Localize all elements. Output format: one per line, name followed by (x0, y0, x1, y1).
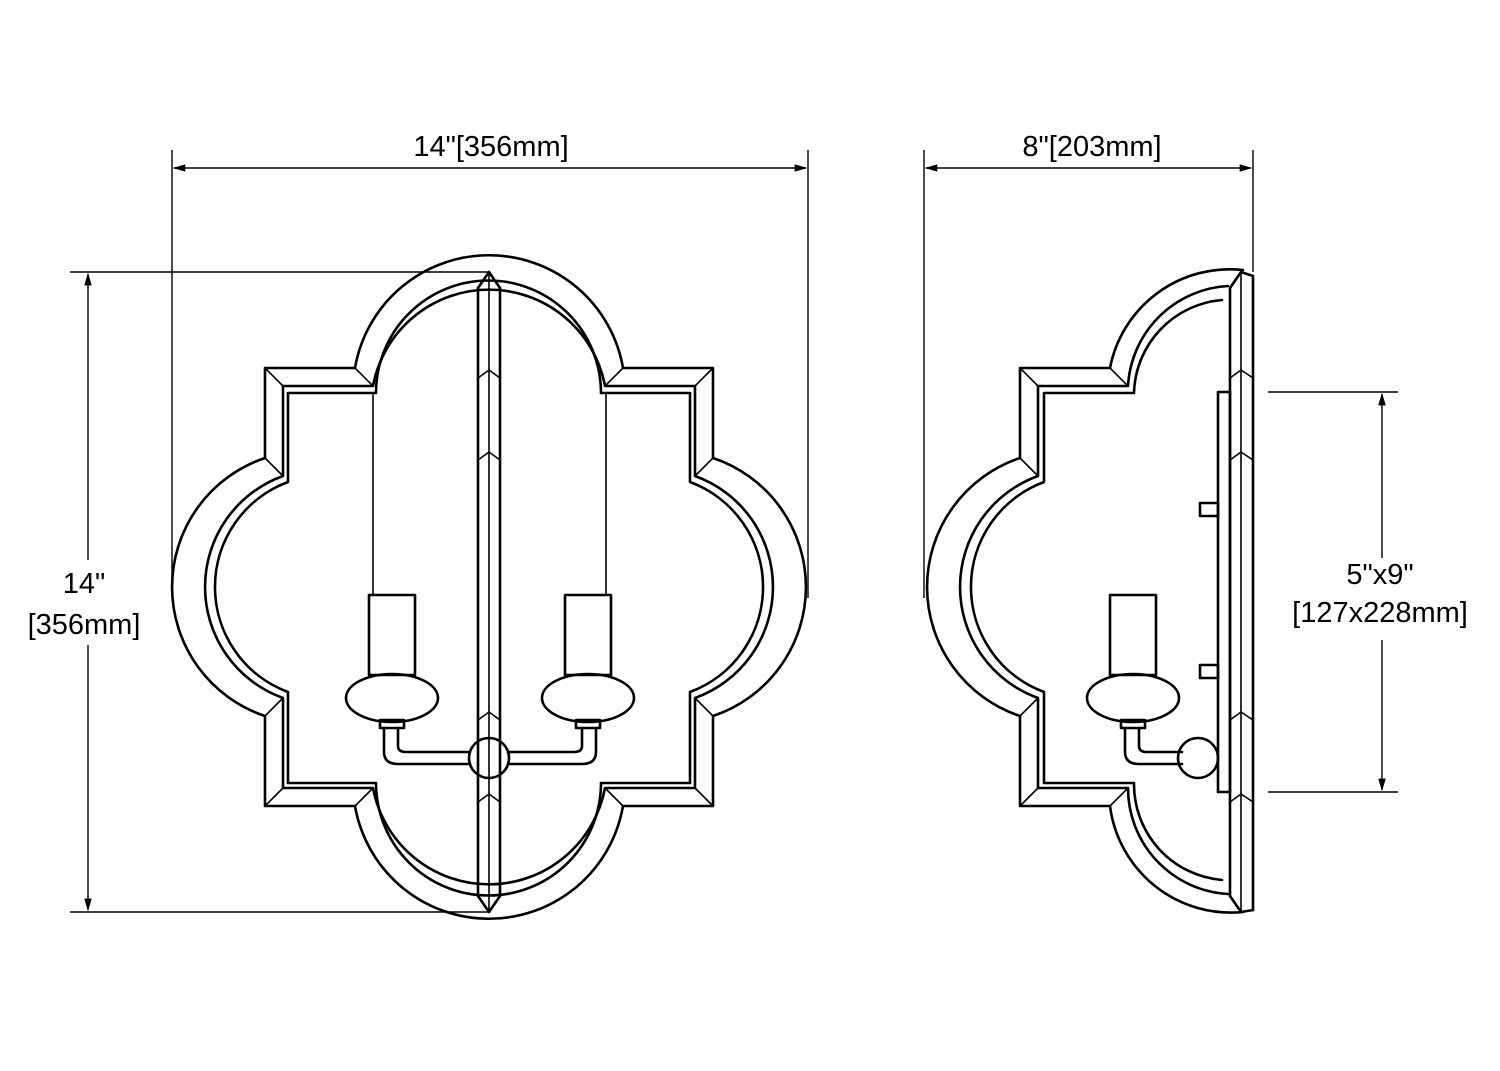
front-view (170, 253, 808, 921)
front-width-label: 14"[356mm] (413, 131, 568, 163)
backplate-size-label-inches: 5"x9" (1346, 559, 1413, 591)
front-frame-inner (213, 279, 765, 897)
side-candle (1085, 593, 1220, 780)
front-center-bar (476, 270, 502, 914)
side-center-bar (1228, 270, 1255, 914)
backplate-size-label-mm: [127x228mm] (1292, 597, 1468, 629)
front-mount-hub (467, 736, 511, 780)
front-bevel-corners (264, 367, 714, 807)
side-dimensions (923, 150, 1398, 793)
front-height-label-inches: 14" (63, 568, 106, 600)
side-backplate (1198, 390, 1232, 794)
side-depth-label: 8"[203mm] (1022, 131, 1161, 163)
front-height-label-mm: [356mm] (28, 609, 141, 641)
front-candle-left (344, 392, 472, 766)
side-frame-inner (969, 298, 1224, 882)
front-candle-right (506, 392, 636, 766)
side-bevel-corners (1019, 367, 1129, 807)
side-frame-outer (925, 268, 1245, 914)
side-view (925, 268, 1255, 914)
side-frame-bevel (958, 284, 1230, 896)
front-dimensions (70, 150, 809, 913)
